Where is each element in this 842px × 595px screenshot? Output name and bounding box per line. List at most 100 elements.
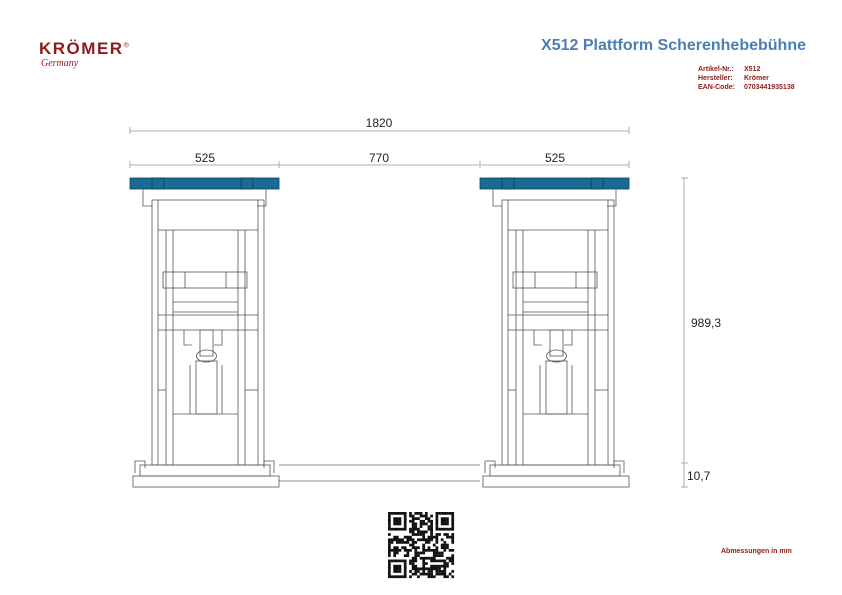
qr-module [393, 567, 397, 571]
qr-module [417, 512, 420, 515]
qr-module [440, 522, 444, 526]
qr-module [388, 575, 391, 579]
qr-module [451, 535, 455, 539]
qr-module [414, 533, 418, 536]
qr-code [388, 512, 455, 579]
qr-module [388, 533, 391, 536]
qr-module [409, 514, 412, 518]
qr-module [443, 517, 447, 521]
qr-module [440, 559, 444, 563]
qr-module [430, 533, 433, 536]
qr-module [411, 522, 415, 526]
qr-module [446, 535, 449, 539]
qr-module [435, 522, 439, 526]
qr-module [430, 564, 433, 568]
qr-module [409, 535, 412, 539]
qr-module [430, 535, 433, 539]
qr-module [403, 527, 407, 531]
qr-module [414, 527, 418, 531]
qr-module [411, 572, 415, 576]
qr-module [414, 512, 418, 515]
qr-module [427, 556, 431, 560]
qr-module [411, 514, 415, 518]
qr-module [422, 548, 426, 552]
qr-module [424, 572, 428, 576]
qr-module [435, 527, 439, 531]
qr-module [451, 559, 455, 563]
qr-module [417, 533, 420, 536]
qr-module [401, 538, 404, 542]
qr-module [435, 525, 439, 528]
qr-module [398, 522, 402, 526]
qr-module [395, 519, 399, 523]
dimension-lines [129, 127, 688, 488]
qr-module [403, 535, 407, 539]
qr-module [422, 570, 426, 573]
qr-module [409, 570, 412, 573]
meta-value: 0703441935138 [744, 84, 795, 91]
qr-module [414, 525, 418, 528]
qr-module [411, 564, 415, 568]
qr-module [438, 572, 441, 576]
qr-module [411, 517, 415, 521]
qr-module [427, 517, 431, 521]
qr-module [438, 512, 441, 515]
meta-value: Krömer [744, 75, 769, 82]
qr-module [419, 538, 423, 542]
qr-module [435, 533, 439, 536]
qr-module [406, 535, 410, 539]
qr-module [411, 525, 415, 528]
qr-module [451, 541, 455, 544]
qr-module [411, 567, 415, 571]
qr-module [451, 517, 455, 521]
qr-module [388, 538, 391, 542]
qr-module [419, 567, 423, 571]
qr-module [424, 556, 428, 560]
qr-module [398, 567, 402, 571]
qr-module [403, 575, 407, 579]
qr-module [417, 546, 420, 550]
qr-module [390, 527, 394, 531]
qr-module [435, 551, 439, 555]
qr-module [409, 512, 412, 515]
qr-module [393, 551, 397, 555]
qr-module [419, 514, 423, 518]
qr-module [388, 514, 391, 518]
qr-module [427, 572, 431, 576]
qr-module [427, 535, 431, 539]
qr-module [451, 554, 455, 557]
brand-name: KRÖMER [39, 39, 124, 58]
qr-module [435, 559, 439, 563]
qr-module [419, 522, 423, 526]
qr-module [427, 567, 431, 571]
qr-module [424, 512, 428, 515]
qr-module [395, 551, 399, 555]
qr-module [393, 554, 397, 557]
qr-module [388, 564, 391, 568]
qr-module [393, 522, 397, 526]
qr-module [395, 567, 399, 571]
qr-module [414, 559, 418, 563]
qr-module [430, 548, 433, 552]
qr-module [406, 551, 410, 555]
qr-module [398, 564, 402, 568]
qr-module [390, 548, 394, 552]
qr-module [443, 564, 447, 568]
qr-module [395, 575, 399, 579]
qr-module [443, 519, 447, 523]
qr-module [424, 517, 428, 521]
qr-module [435, 535, 439, 539]
qr-module [438, 564, 441, 568]
qr-module [398, 512, 402, 515]
qr-module [411, 519, 415, 523]
qr-module [409, 548, 412, 552]
qr-module [435, 512, 439, 515]
qr-module [422, 514, 426, 518]
qr-module [414, 556, 418, 560]
qr-module [443, 541, 447, 544]
qr-module [395, 559, 399, 563]
qr-module [435, 567, 439, 571]
qr-module [417, 554, 420, 557]
qr-module [432, 551, 436, 555]
qr-module [448, 559, 452, 563]
